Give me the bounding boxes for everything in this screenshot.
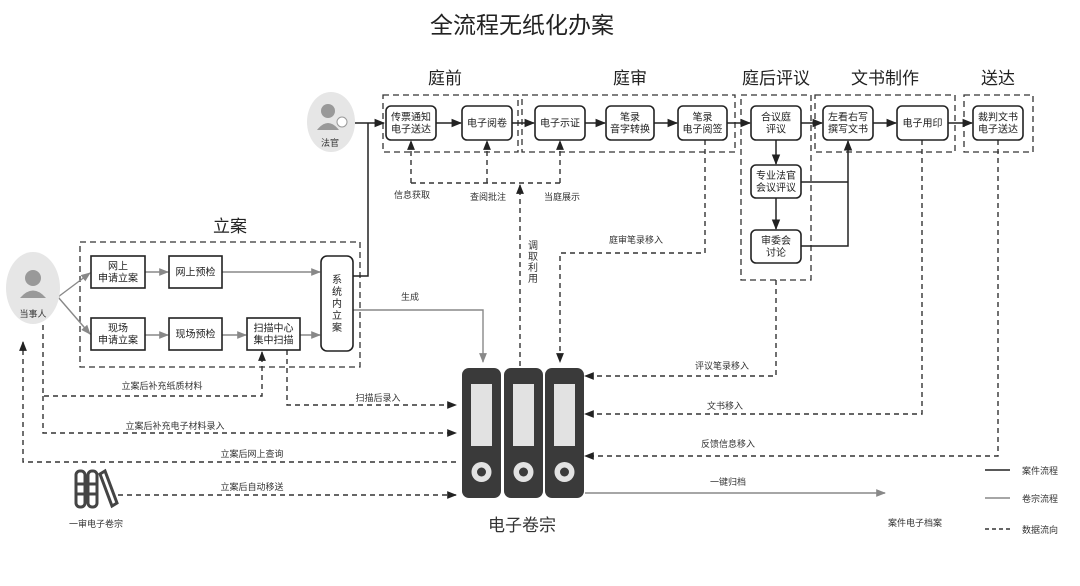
first-instance-file: 一审电子卷宗 bbox=[69, 468, 123, 530]
binder-icon bbox=[462, 368, 501, 498]
label-generate: 生成 bbox=[401, 291, 419, 303]
case-flow-edges bbox=[353, 118, 974, 277]
node-seal: 电子用印 bbox=[896, 105, 949, 141]
electronic-archive bbox=[462, 368, 584, 498]
legend-file-flow: 卷宗流程 bbox=[1022, 493, 1058, 505]
file-flow-edges bbox=[57, 268, 886, 497]
node-label: 笔录 bbox=[693, 111, 713, 124]
judge-avatar: 法官 bbox=[307, 92, 355, 152]
label-info: 信息获取 bbox=[394, 189, 430, 201]
stage-pretrial: 庭前 bbox=[428, 69, 462, 89]
stage-filing: 立案 bbox=[213, 217, 247, 237]
stage-deliberation: 庭后评议 bbox=[742, 69, 810, 89]
binder-icon bbox=[504, 368, 543, 498]
label-trial-record: 庭审笔录移入 bbox=[609, 234, 663, 246]
process-nodes: 传票通知电子送达电子阅卷电子示证笔录音字转换笔录电子阅签合议庭评议专业法官会议评… bbox=[90, 105, 1024, 352]
case-archive-label: 案件电子档案 bbox=[888, 517, 942, 529]
node-label: 内 bbox=[332, 297, 342, 310]
node-label: 扫描中心 bbox=[254, 322, 294, 335]
node-label: 裁判文书 bbox=[978, 111, 1018, 124]
node-label: 合议庭 bbox=[761, 111, 791, 124]
label-doc-in: 文书移入 bbox=[707, 400, 743, 412]
node-evidence: 电子示证 bbox=[534, 105, 586, 141]
diagram-title: 全流程无纸化办案 bbox=[430, 13, 614, 39]
node-label: 电子用印 bbox=[903, 117, 943, 130]
node-label: 音字转换 bbox=[610, 123, 650, 136]
label-paper: 立案后补充纸质材料 bbox=[121, 380, 202, 392]
node-label: 统 bbox=[332, 285, 342, 298]
legend-data-flow: 数据流向 bbox=[1022, 524, 1058, 536]
node-online-check: 网上预检 bbox=[168, 255, 223, 289]
node-label: 现场预检 bbox=[176, 328, 216, 341]
node-label: 传票通知 bbox=[391, 111, 431, 124]
label-transfer: 立案后自动移送 bbox=[220, 481, 283, 493]
stage-document: 文书制作 bbox=[851, 69, 919, 89]
node-review: 电子阅卷 bbox=[461, 105, 513, 141]
label-retrieve: 调取利用 bbox=[526, 240, 538, 284]
first-instance-label: 一审电子卷宗 bbox=[69, 518, 123, 530]
binder-icon bbox=[545, 368, 584, 498]
stage-trial: 庭审 bbox=[613, 69, 647, 89]
label-annotate: 查阅批注 bbox=[470, 191, 506, 203]
node-label: 电子示证 bbox=[540, 117, 580, 130]
node-label: 会议评议 bbox=[756, 181, 796, 194]
node-label: 系 bbox=[332, 274, 342, 286]
node-label: 立 bbox=[332, 309, 342, 322]
label-query: 立案后网上查询 bbox=[220, 448, 283, 460]
node-label: 专业法官 bbox=[756, 169, 796, 182]
node-label: 集中扫描 bbox=[254, 334, 294, 347]
node-label: 电子阅签 bbox=[683, 123, 723, 136]
judge-icon bbox=[321, 104, 335, 118]
stage-delivery: 送达 bbox=[981, 69, 1015, 89]
node-label: 网上预检 bbox=[176, 266, 216, 279]
node-label: 案 bbox=[332, 321, 342, 334]
party-label: 当事人 bbox=[19, 308, 46, 320]
node-label: 撰写文书 bbox=[828, 123, 868, 136]
node-label: 网上 bbox=[108, 261, 128, 273]
node-label: 申请立案 bbox=[98, 334, 138, 347]
node-label: 申请立案 bbox=[98, 272, 138, 285]
node-label: 讨论 bbox=[766, 246, 786, 259]
group-filing bbox=[79, 241, 361, 368]
node-label: 电子送达 bbox=[391, 123, 431, 136]
node-label: 评议 bbox=[766, 124, 786, 136]
judge-label: 法官 bbox=[321, 137, 339, 149]
label-archive: 一键归档 bbox=[710, 476, 746, 488]
data-flow-edges bbox=[19, 140, 999, 499]
label-delib-record: 评议笔录移入 bbox=[695, 360, 749, 372]
legend: 案件流程 卷宗流程 数据流向 bbox=[985, 465, 1058, 536]
node-onsite-check: 现场预检 bbox=[168, 317, 223, 351]
party-avatar: 当事人 bbox=[6, 252, 60, 324]
person-icon bbox=[25, 270, 41, 286]
label-display: 当庭展示 bbox=[544, 191, 580, 203]
node-label: 审委会 bbox=[761, 234, 791, 247]
node-label: 左看右写 bbox=[828, 111, 868, 124]
node-label: 电子送达 bbox=[978, 123, 1018, 136]
label-electronic: 立案后补充电子材料录入 bbox=[125, 420, 224, 432]
node-label: 笔录 bbox=[620, 111, 640, 124]
books-icon bbox=[74, 468, 119, 509]
label-scan-in: 扫描后录入 bbox=[355, 392, 400, 404]
node-label: 电子阅卷 bbox=[467, 117, 507, 130]
node-label: 现场 bbox=[108, 322, 128, 335]
archive-label: 电子卷宗 bbox=[488, 516, 556, 536]
legend-case-flow: 案件流程 bbox=[1022, 465, 1058, 477]
label-feedback: 反馈信息移入 bbox=[701, 438, 755, 450]
